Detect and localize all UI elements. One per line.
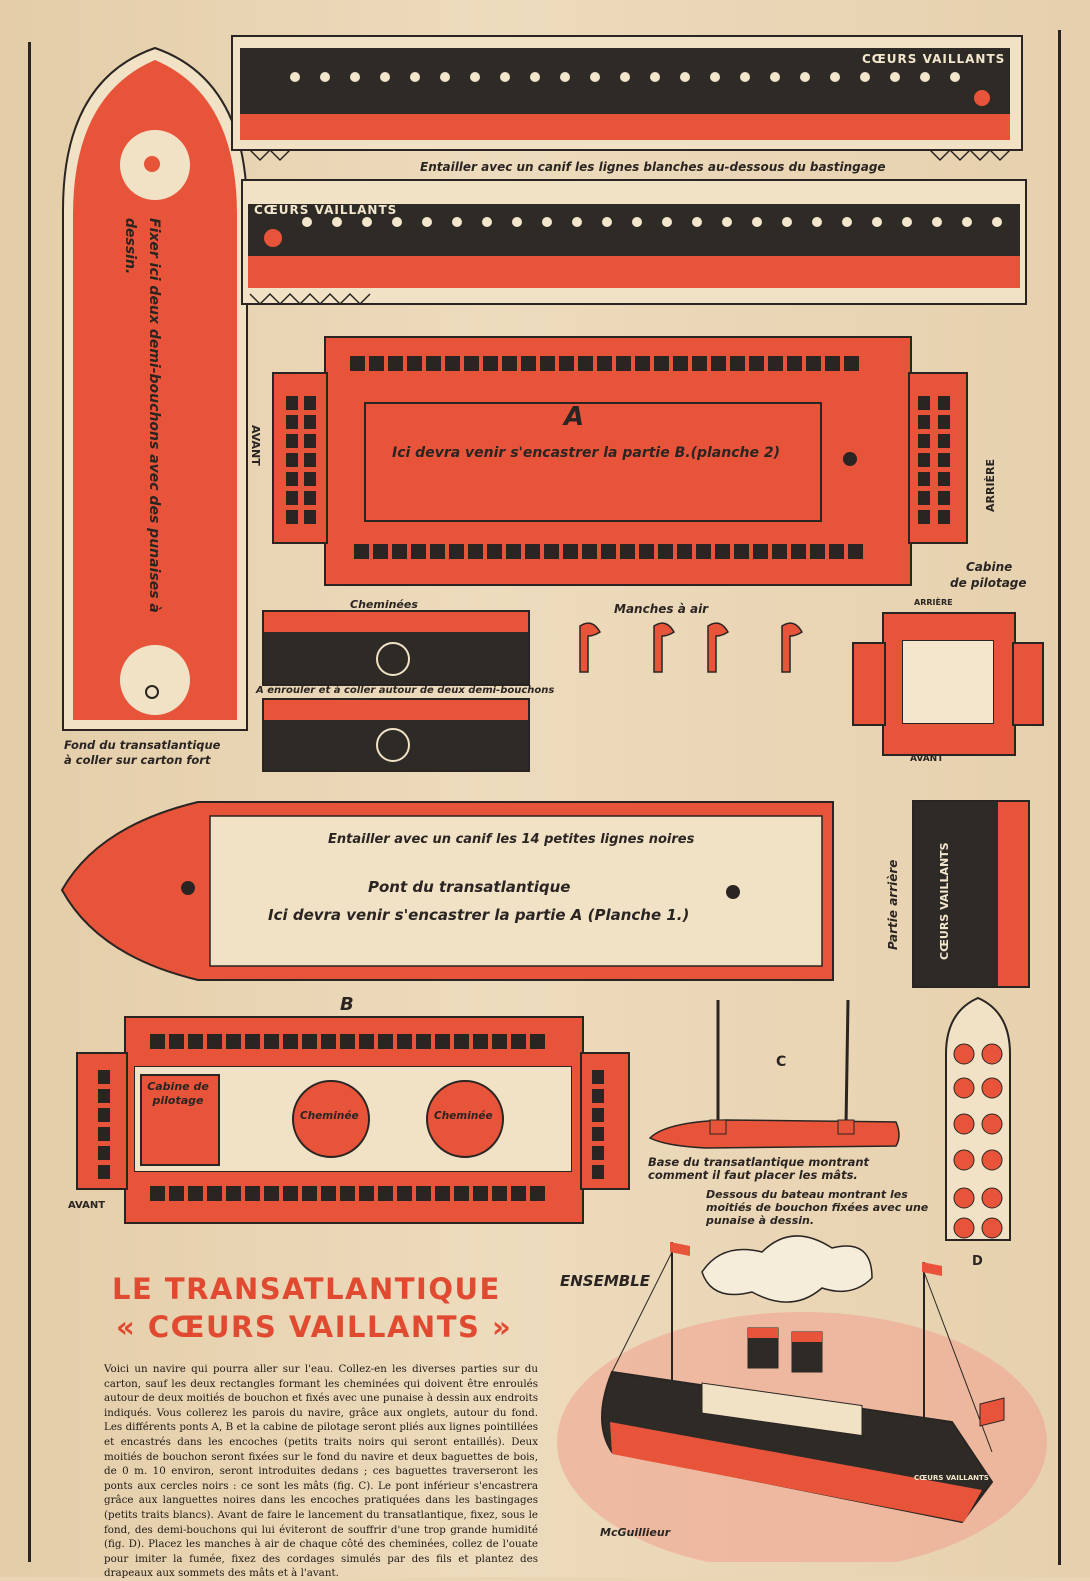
deck-a-windows-front <box>286 396 298 524</box>
chimneys-note: A enrouler et à coller autour de deux de… <box>256 685 555 696</box>
fig-d-letter: D <box>972 1254 983 1269</box>
deck-a-windows-front-2 <box>304 396 316 524</box>
deck-a-windows-rear-2 <box>938 396 950 524</box>
deck-a-front-wing <box>272 372 328 544</box>
bottom-piece-caption-2: à coller sur carton fort <box>64 753 211 767</box>
pilot-cabin-label-1: Cabine <box>966 560 1013 574</box>
ensemble-signature: McGuillieur <box>600 1526 671 1539</box>
pilot-cabin-right-flap <box>1012 642 1044 726</box>
deck-a-front-label: AVANT <box>249 425 262 466</box>
deck-b-chimney-circle-2 <box>426 1080 504 1158</box>
ship-bottom-piece <box>62 46 248 731</box>
deck-a-rear-label: ARRIÈRE <box>984 458 997 512</box>
chimney-strip-1 <box>262 610 530 686</box>
deck-b-letter: B <box>340 994 354 1015</box>
deck-b-chimney-2: Cheminée <box>434 1110 493 1122</box>
deck-a-windows-top <box>350 356 859 371</box>
deck-a-panel <box>364 402 822 522</box>
fig-d-caption: Dessous du bateau montrant les moitiés d… <box>706 1188 929 1227</box>
deck-a-windows-bottom <box>354 544 863 559</box>
left-border-rule <box>28 42 31 1562</box>
pilot-cabin-front-tab: AVANT <box>910 754 944 764</box>
deck-b-front-label: AVANT <box>68 1200 106 1211</box>
deck-b-chimney-circle-1 <box>292 1080 370 1158</box>
hull-side-2-brand: CŒURS VAILLANTS <box>254 203 398 217</box>
ensemble-label: ENSEMBLE <box>560 1272 651 1290</box>
deck-b-windows-front <box>98 1070 110 1179</box>
pilot-cabin-rear-tab: ARRIÈRE <box>914 598 953 607</box>
pilot-cabin-left-flap <box>852 642 886 726</box>
deck-a-windows-rear <box>918 396 930 524</box>
cut-note-top: Entailler avec un canif les lignes blanc… <box>420 160 886 174</box>
stern-part-label: Partie arrière <box>886 859 900 950</box>
pilot-cabin-piece <box>882 612 1016 756</box>
stern-part-brand: CŒURS VAILLANTS <box>938 842 951 960</box>
hull-side-1 <box>231 35 1023 162</box>
main-deck-title: Pont du transatlantique <box>368 878 571 896</box>
deck-b-windows-rear <box>592 1070 604 1179</box>
article-title-line-2: « CŒURS VAILLANTS » <box>116 1310 513 1344</box>
main-deck-piece <box>60 801 834 981</box>
chimneys-label: Cheminées <box>350 598 418 611</box>
fig-c-drawing <box>648 999 900 1149</box>
deck-a-mast-hole <box>843 452 857 466</box>
deck-b-windows-top <box>150 1034 545 1049</box>
deck-b-chimney-1: Cheminée <box>300 1110 359 1122</box>
chimney-emblem-icon <box>376 642 410 676</box>
hull-side-2 <box>241 179 1027 306</box>
bottom-piece-caption-1: Fond du transatlantique <box>64 738 221 752</box>
deck-a-text: Ici devra venir s'encastrer la partie B.… <box>392 445 780 461</box>
article-body: Voici un navire qui pourra aller sur l'e… <box>104 1363 538 1580</box>
right-border-rule <box>1058 30 1061 1565</box>
ensemble-ship-name: CŒURS VAILLANTS <box>914 1474 989 1482</box>
chimney-emblem-icon <box>376 728 410 762</box>
air-vents <box>579 622 803 673</box>
fig-c-letter: C <box>776 1054 787 1070</box>
main-deck-cut-note: Entailler avec un canif les 14 petites l… <box>328 832 695 847</box>
hull-side-1-brand: CŒURS VAILLANTS <box>862 52 1006 66</box>
stern-part-piece <box>912 800 1030 988</box>
ensemble-illustration <box>557 1235 1047 1562</box>
pilot-cabin-label-2: de pilotage <box>950 576 1027 590</box>
main-deck-text: Ici devra venir s'encastrer la partie A … <box>268 906 690 924</box>
deck-b-cabin-label: Cabine de pilotage <box>147 1080 209 1107</box>
fig-c-caption: Base du transatlantique montrant comment… <box>648 1155 870 1182</box>
deck-b-rear-wing <box>580 1052 630 1190</box>
air-vent-icon <box>579 622 803 673</box>
bottom-piece-instruction: Fixer ici deux demi-bouchons avec des pu… <box>122 218 162 613</box>
deck-b-cabin-box <box>140 1074 220 1166</box>
deck-b-windows-bottom <box>150 1186 545 1201</box>
fig-d-drawing <box>945 996 1011 1241</box>
deck-a-letter: A <box>564 402 585 432</box>
air-vents-label: Manches à air <box>614 602 709 616</box>
article-title-line-1: LE TRANSATLANTIQUE <box>112 1272 501 1306</box>
chimney-strip-2 <box>262 698 530 772</box>
